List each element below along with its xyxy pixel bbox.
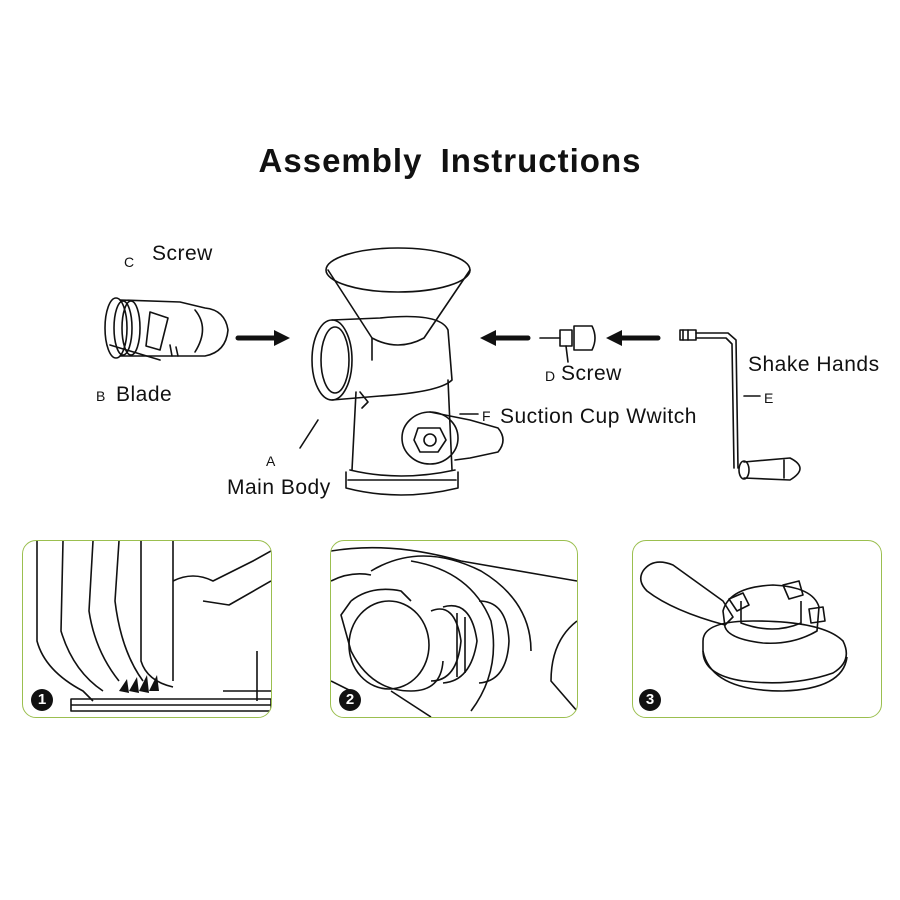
screw-detail-drawing	[331, 546, 577, 717]
step-panel-3: 3	[632, 540, 882, 718]
step-panel-1: 1	[22, 540, 272, 718]
part-name-c: Screw	[152, 242, 213, 265]
part-name-b: Blade	[116, 383, 173, 406]
part-letter-b: B	[96, 388, 106, 404]
part-name-d: Screw	[561, 362, 622, 385]
arrow-left-2	[606, 330, 661, 346]
part-letter-e: E	[764, 390, 774, 406]
small-screw	[539, 325, 596, 363]
part-name-e: Shake Hands	[748, 353, 880, 376]
screw-blade-assembly	[104, 297, 229, 361]
part-letter-f: F	[482, 408, 491, 424]
arrow-right-1	[235, 330, 290, 346]
part-letter-a: A	[266, 453, 276, 469]
arrow-left-1	[480, 330, 531, 346]
part-letter-d: D	[545, 368, 556, 384]
step-badge-2: 2	[339, 689, 361, 711]
part-letter-c: C	[124, 254, 135, 270]
crank-handle	[679, 329, 801, 481]
step-badge-1: 1	[31, 689, 53, 711]
blade-detail-drawing	[36, 541, 271, 712]
page-title: Assembly Instructions	[258, 142, 642, 179]
part-name-a: Main Body	[227, 476, 331, 499]
suction-detail-drawing	[639, 561, 848, 692]
part-name-f: Suction Cup Wwitch	[500, 405, 697, 428]
step-badge-3: 3	[639, 689, 661, 711]
step-panel-2: 2	[330, 540, 578, 718]
main-body	[311, 247, 504, 496]
exploded-view-drawing	[104, 247, 801, 496]
